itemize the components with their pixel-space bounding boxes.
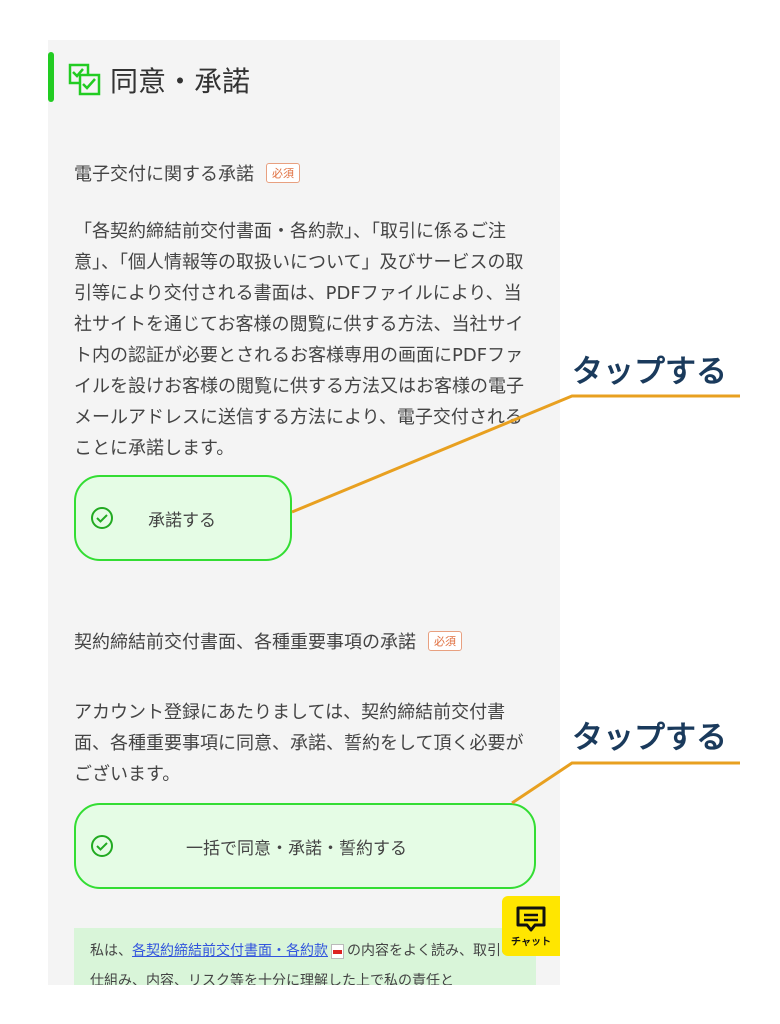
tap-annotation: タップする — [572, 720, 727, 756]
checkbox-icon — [68, 63, 101, 96]
item1-heading: 電子交付に関する承諾必須 — [74, 160, 300, 186]
item1-body: 「各契約締結前交付書面・各約款」、「取引に係るご注意」、「個人情報等の取扱いにつ… — [74, 221, 524, 459]
section-title: 同意・承諾 — [68, 60, 250, 100]
annotation-line — [291, 394, 740, 514]
agreement-text: 私は、各契約締結前交付書面・各約款の内容をよく読み、取引の仕組み、内容、リスク等… — [74, 928, 536, 985]
documents-link[interactable]: 各契約締結前交付書面・各約款 — [132, 943, 328, 959]
item2-body: アカウント登録にあたりましては、契約締結前交付書面、各種重要事項に同意、承諾、誓… — [74, 702, 524, 785]
check-circle-icon — [91, 835, 113, 857]
consent-section: 同意・承諾 電子交付に関する承諾必須 「各契約締結前交付書面・各約款」、「取引に… — [48, 40, 560, 985]
pdf-icon — [331, 943, 344, 959]
check-circle-icon — [91, 507, 113, 529]
chat-icon — [516, 906, 546, 931]
bulk-accept-button[interactable]: 一括で同意・承諾・誓約する — [74, 803, 536, 889]
required-badge: 必須 — [266, 163, 300, 183]
section-accent-bar — [48, 52, 54, 102]
item2-heading: 契約締結前交付書面、各種重要事項の承諾必須 — [74, 628, 462, 654]
accept-button[interactable]: 承諾する — [74, 475, 292, 561]
annotation-line — [511, 761, 740, 805]
chat-button[interactable]: チャット — [502, 896, 560, 956]
tap-annotation: タップする — [572, 354, 727, 390]
required-badge: 必須 — [428, 631, 462, 651]
